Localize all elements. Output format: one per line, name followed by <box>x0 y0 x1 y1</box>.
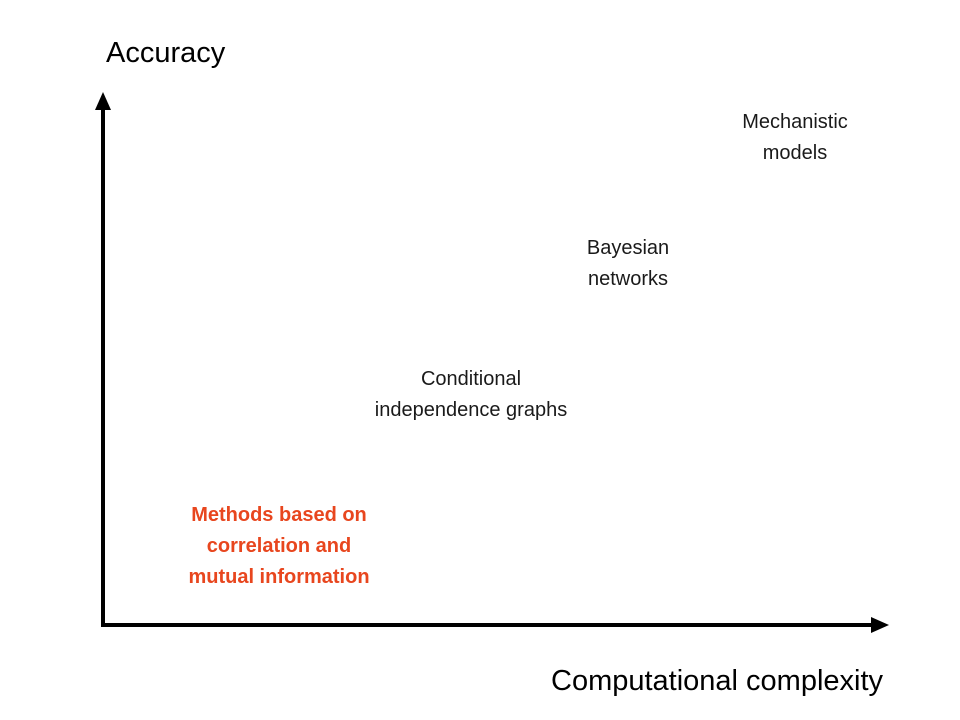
method-label-line: mutual information <box>188 566 370 588</box>
method-label-line: models <box>762 142 828 164</box>
method-label-line: Conditional <box>420 368 522 390</box>
y-axis-title: Accuracy <box>106 37 226 69</box>
method-label-line: Methods based on <box>191 504 367 526</box>
method-conditional-independence-graphs: Conditional independence graphs <box>375 364 567 426</box>
method-label-line: independence graphs <box>374 399 568 421</box>
method-correlation-mutual-information: Methods based on correlation and mutual … <box>188 500 369 593</box>
method-label-line: correlation and <box>206 535 352 557</box>
method-label-line: Mechanistic <box>742 111 848 133</box>
method-bayesian-networks: Bayesian networks <box>587 233 669 295</box>
y-axis-arrowhead <box>95 92 111 110</box>
x-axis-arrowhead <box>871 617 889 633</box>
x-axis-title: Computational complexity <box>551 665 884 697</box>
method-mechanistic-models: Mechanistic models <box>742 107 848 169</box>
method-label-line: networks <box>587 268 669 290</box>
method-label-line: Bayesian <box>586 237 670 259</box>
